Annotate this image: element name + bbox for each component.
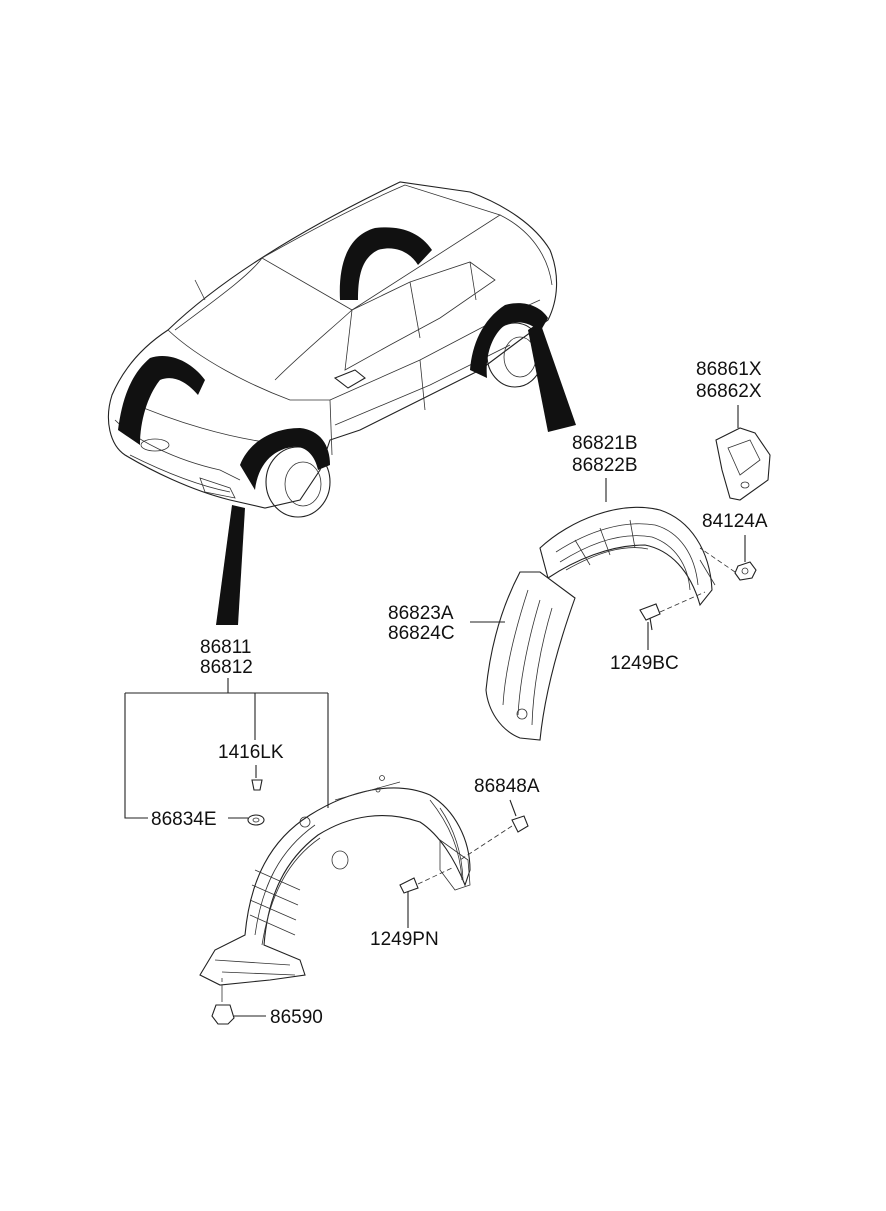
clip-86848a [511,815,529,833]
label-84124a: 84124A [702,511,768,532]
screw-1249pn [399,877,419,894]
label-86862x: 86862X [696,381,762,402]
mudguard-bracket [715,427,771,501]
leader-lines [124,405,746,1017]
bolt-86590 [211,990,235,1025]
label-86590: 86590 [270,1007,323,1028]
car-illustration [107,181,576,625]
label-86811: 86811 [200,637,252,658]
label-86812: 86812 [200,657,253,678]
front-wheel-guard [199,775,471,986]
label-86822b: 86822B [572,455,638,476]
clip-1416lk [251,779,263,791]
rear-wheel-guard [539,506,716,607]
washer-86834e [247,814,265,826]
label-86848a: 86848A [474,776,540,797]
nut-84124a [734,561,757,581]
label-1249bc: 1249BC [610,653,679,674]
rear-wheel-guard-extension [485,571,576,741]
label-1416lk: 1416LK [218,742,284,763]
label-86824c: 86824C [388,623,455,644]
label-1249pn: 1249PN [370,929,439,950]
label-86823a: 86823A [388,603,454,624]
screw-1249bc [639,603,661,631]
label-86861x: 86861X [696,359,762,380]
label-86834e: 86834E [151,809,217,830]
label-86821b: 86821B [572,433,638,454]
